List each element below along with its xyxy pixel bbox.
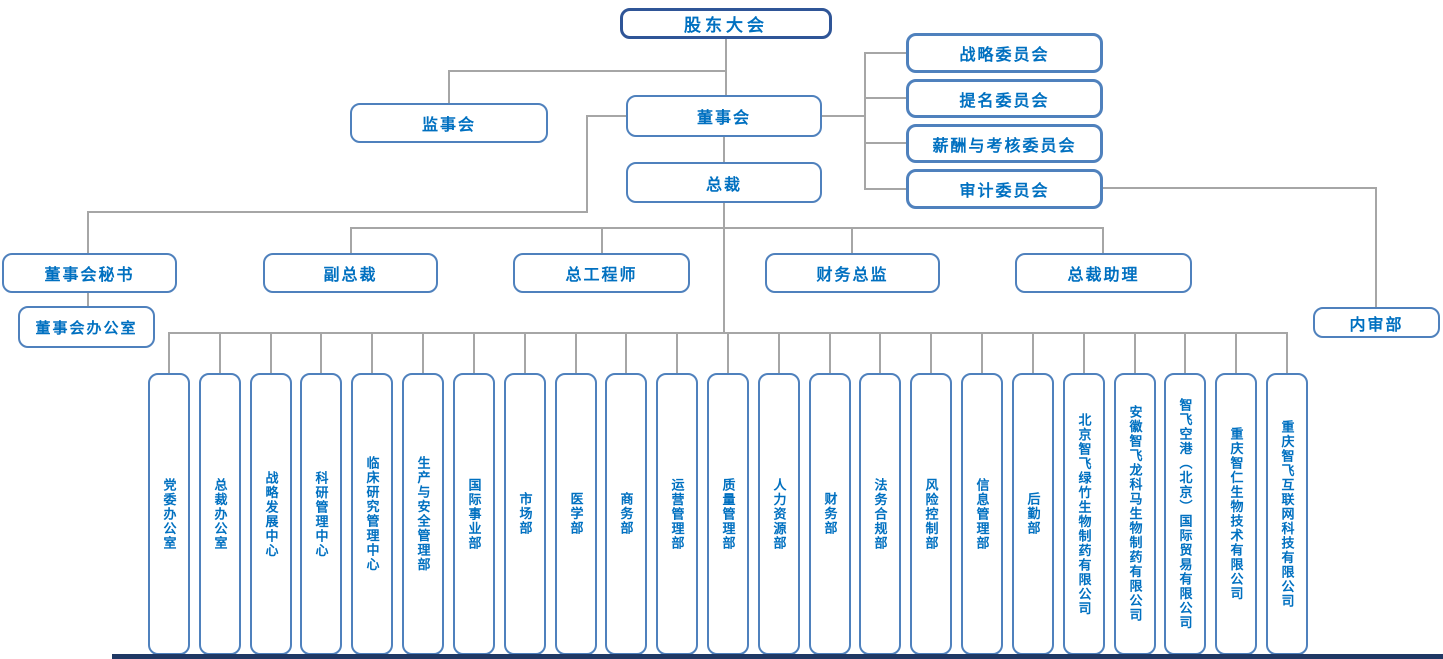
department-box: 法务合规部 — [859, 373, 901, 655]
connector-line — [1134, 332, 1136, 374]
connector-line — [864, 52, 866, 190]
connector-line — [586, 115, 627, 117]
connector-line — [422, 332, 424, 374]
connector-line — [473, 332, 475, 374]
connector-line — [864, 97, 907, 99]
connector-line — [864, 52, 907, 54]
department-box: 临床研究管理中心 — [351, 373, 393, 655]
department-box: 战略发展中心 — [250, 373, 292, 655]
department-box: 财务部 — [809, 373, 851, 655]
connector-line — [851, 227, 853, 254]
connector-line — [168, 332, 170, 374]
connector-line — [1375, 187, 1377, 308]
node-vice-president: 副总裁 — [263, 253, 438, 293]
connector-line — [448, 70, 727, 72]
connector-line — [778, 332, 780, 374]
connector-line — [676, 332, 678, 374]
node-finance-director: 财务总监 — [765, 253, 940, 293]
connector-line — [930, 332, 932, 374]
connector-line — [864, 188, 907, 190]
department-box: 智飞空港（北京）国际贸易有限公司 — [1164, 373, 1206, 655]
connector-line — [270, 332, 272, 374]
connector-line — [601, 227, 603, 254]
connector-line — [320, 332, 322, 374]
connector-line — [1286, 332, 1288, 374]
department-box: 风险控制部 — [910, 373, 952, 655]
connector-line — [1102, 227, 1104, 254]
department-box: 重庆智仁生物技术有限公司 — [1215, 373, 1257, 655]
department-box: 市场部 — [504, 373, 546, 655]
connector-line — [981, 332, 983, 374]
connector-line — [351, 227, 1104, 229]
department-box: 总裁办公室 — [199, 373, 241, 655]
connector-line — [864, 142, 907, 144]
connector-line — [575, 332, 577, 374]
connector-line — [723, 203, 725, 334]
node-supervisory-board: 监事会 — [350, 103, 548, 143]
department-box: 安徽智飞龙科马生物制药有限公司 — [1114, 373, 1156, 655]
node-board-of-directors: 董事会 — [626, 95, 822, 137]
bottom-border-bar — [112, 654, 1443, 659]
node-internal-audit-dept: 内审部 — [1313, 307, 1440, 338]
connector-line — [829, 332, 831, 374]
node-president-assistant: 总裁助理 — [1015, 253, 1192, 293]
department-box: 后勤部 — [1012, 373, 1054, 655]
department-box: 国际事业部 — [453, 373, 495, 655]
node-audit-committee: 审计委员会 — [906, 169, 1103, 209]
connector-line — [1103, 187, 1377, 189]
connector-line — [1032, 332, 1034, 374]
node-chief-engineer: 总工程师 — [513, 253, 690, 293]
connector-line — [169, 332, 1287, 334]
department-box: 重庆智飞互联网科技有限公司 — [1266, 373, 1308, 655]
department-box: 人力资源部 — [758, 373, 800, 655]
connector-line — [1083, 332, 1085, 374]
connector-line — [87, 211, 89, 254]
connector-line — [625, 332, 627, 374]
department-box: 科研管理中心 — [300, 373, 342, 655]
department-box: 信息管理部 — [961, 373, 1003, 655]
connector-line — [524, 332, 526, 374]
connector-line — [879, 332, 881, 374]
connector-line — [350, 227, 352, 254]
connector-line — [371, 332, 373, 374]
connector-line — [87, 211, 588, 213]
node-remuneration-appraisal-committee: 薪酬与考核委员会 — [906, 124, 1103, 163]
department-box: 党委办公室 — [148, 373, 190, 655]
node-nomination-committee: 提名委员会 — [906, 79, 1103, 118]
department-box: 北京智飞绿竹生物制药有限公司 — [1063, 373, 1105, 655]
node-strategy-committee: 战略委员会 — [906, 33, 1103, 73]
connector-line — [723, 137, 725, 163]
node-shareholders-meeting: 股东大会 — [620, 8, 832, 39]
node-board-secretary: 董事会秘书 — [2, 253, 177, 293]
department-box: 质量管理部 — [707, 373, 749, 655]
connector-line — [1184, 332, 1186, 374]
connector-line — [448, 70, 450, 104]
connector-line — [725, 39, 727, 96]
connector-line — [822, 115, 865, 117]
department-box: 运营管理部 — [656, 373, 698, 655]
node-president: 总裁 — [626, 162, 822, 203]
department-box: 医学部 — [555, 373, 597, 655]
department-box: 商务部 — [605, 373, 647, 655]
node-board-office: 董事会办公室 — [18, 306, 155, 348]
connector-line — [727, 332, 729, 374]
department-box: 生产与安全管理部 — [402, 373, 444, 655]
connector-line — [586, 115, 588, 213]
connector-line — [87, 293, 89, 307]
connector-line — [219, 332, 221, 374]
connector-line — [1235, 332, 1237, 374]
